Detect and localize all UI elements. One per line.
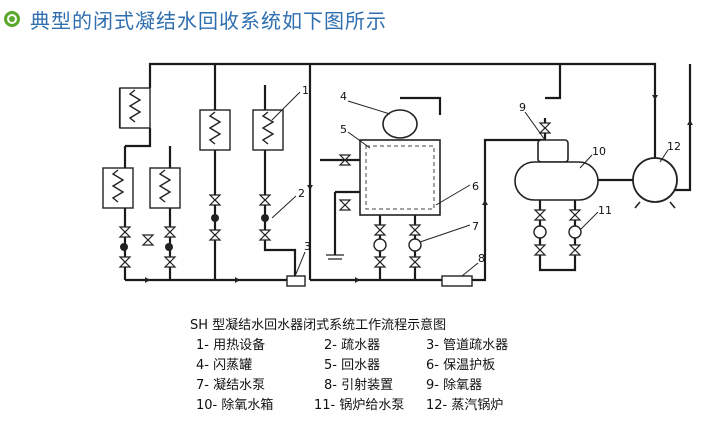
- valves: [119, 122, 581, 268]
- label-7: 7: [472, 220, 479, 233]
- label-9: 9: [519, 101, 526, 114]
- title-row: 典型的闭式凝结水回收系统如下图所示: [4, 2, 387, 36]
- flow-arrows: [145, 95, 693, 283]
- label-5: 5: [340, 123, 347, 136]
- label-11: 11: [598, 204, 612, 217]
- legend-item: 9- 除氧器: [426, 378, 483, 393]
- label-12: 12: [667, 140, 681, 153]
- legend-item: 11- 锅炉给水泵: [314, 398, 405, 413]
- legend-item: 4- 闪蒸罐: [196, 358, 253, 373]
- legend-item: 3- 管道疏水器: [426, 338, 509, 353]
- label-4: 4: [340, 90, 347, 103]
- legend-title: SH 型凝结水回水器闭式系统工作流程示意图: [190, 318, 447, 333]
- leader-lines: [271, 91, 669, 277]
- slide-title: 典型的闭式凝结水回收系统如下图所示: [30, 8, 387, 33]
- component-labels: 1 2 3 4 5 6 7 8 9 10 11 12: [298, 84, 681, 265]
- label-2: 2: [298, 187, 305, 200]
- legend-item: 1- 用热设备: [196, 338, 266, 353]
- label-10: 10: [592, 145, 606, 158]
- legend-item: 6- 保温护板: [426, 358, 496, 373]
- legend-item: 5- 回水器: [324, 358, 381, 373]
- legend-item: 7- 凝结水泵: [196, 378, 266, 393]
- legend-item: 2- 疏水器: [324, 338, 381, 353]
- legend-item: 10- 除氧水箱: [196, 398, 274, 413]
- legend-item: 12- 蒸汽锅炉: [426, 398, 504, 413]
- label-6: 6: [472, 180, 479, 193]
- bullet-icon: [4, 11, 20, 27]
- legend-item: 8- 引射装置: [324, 378, 394, 393]
- label-3: 3: [304, 240, 311, 253]
- label-1: 1: [302, 84, 309, 97]
- label-8: 8: [478, 252, 485, 265]
